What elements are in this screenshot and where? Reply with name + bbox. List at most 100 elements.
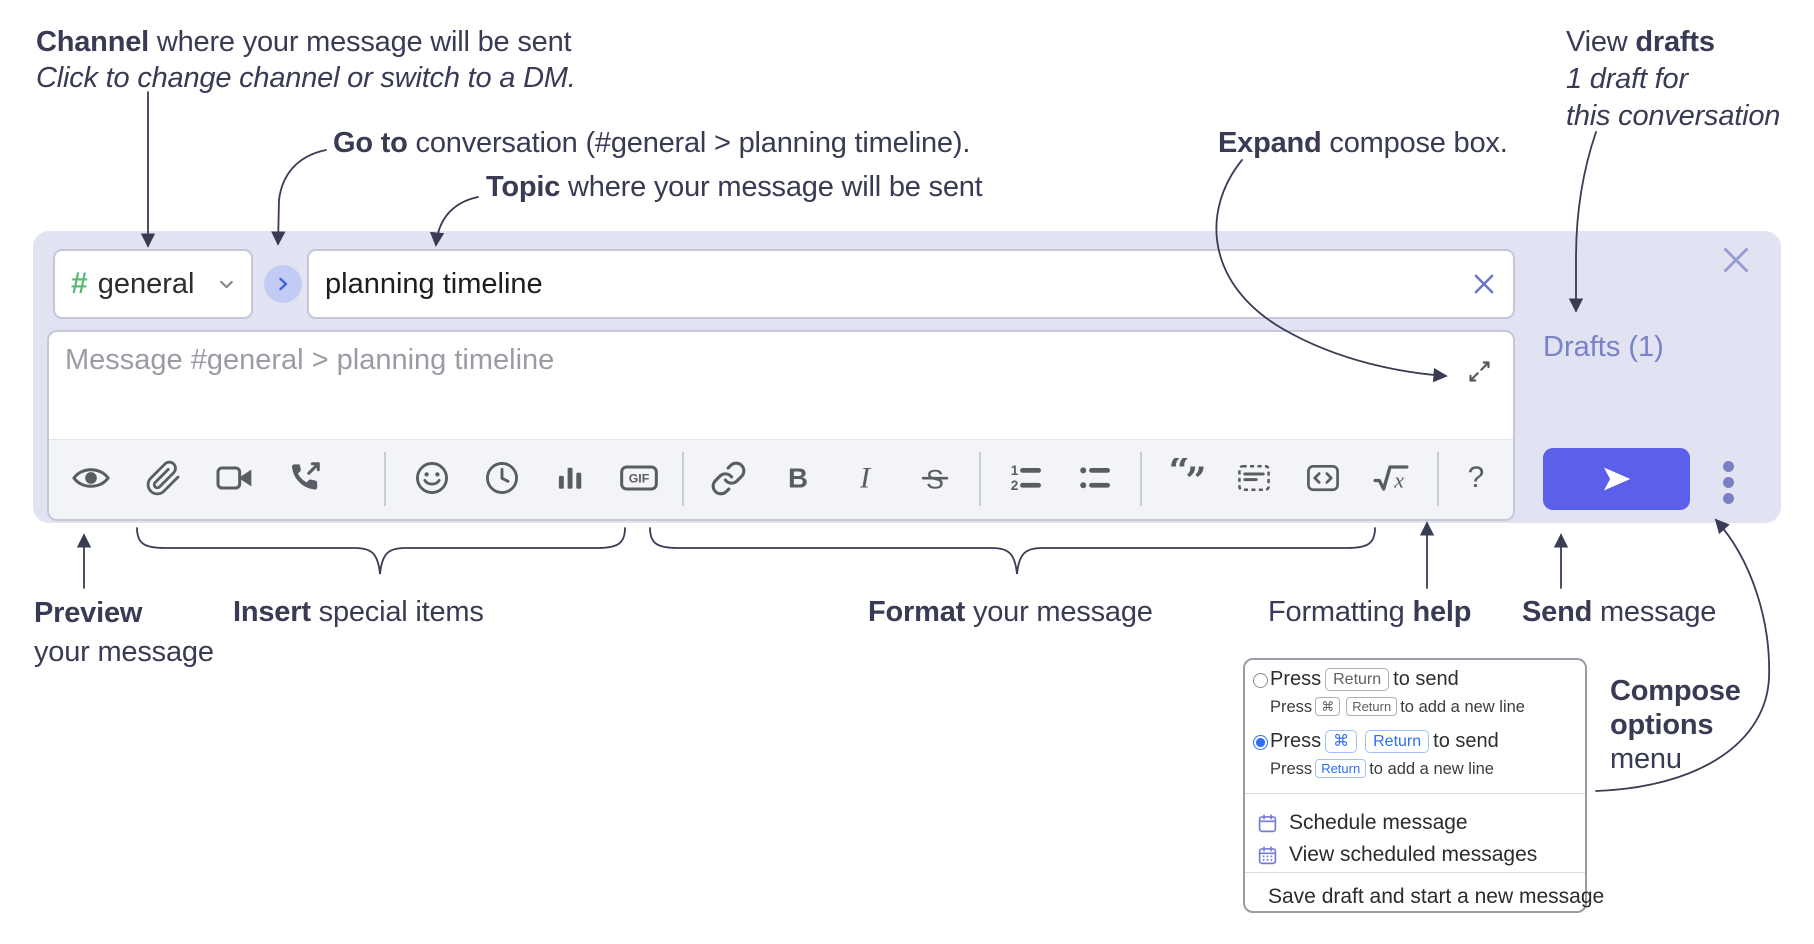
drafts-link[interactable]: Drafts (1) [1543, 331, 1664, 363]
channel-selector[interactable]: # general [53, 249, 253, 319]
italic-button[interactable]: I [843, 446, 887, 510]
quote-icon: “ ” [1169, 458, 1207, 498]
compose-toolbar: GIF B [49, 439, 1513, 519]
italic-icon: I [859, 461, 872, 495]
annotation-preview: Preview your message [34, 597, 214, 668]
video-call-button[interactable] [213, 446, 257, 510]
phone-call-icon [292, 462, 320, 490]
annotation-send: Send message [1522, 596, 1717, 628]
video-camera-icon [216, 466, 252, 490]
compose-box-panel: # general planning timeline Message #gen… [33, 231, 1781, 523]
annotation-format: Format your message [868, 596, 1153, 628]
annotation-view-drafts: View drafts 1 draft for this conversatio… [1566, 26, 1781, 132]
audio-call-button[interactable] [283, 446, 327, 510]
message-formatting-help-button[interactable]: ? [1454, 446, 1498, 510]
add-emoji-button[interactable] [410, 446, 454, 510]
bar-chart-poll-icon [558, 467, 582, 489]
numbered-list-icon: 1 2 [1011, 463, 1041, 493]
calendar-icon [1258, 813, 1277, 832]
svg-text:I: I [859, 461, 872, 495]
send-button[interactable] [1543, 448, 1690, 510]
annotation-formatting-help: Formatting help [1268, 596, 1472, 628]
annotation-topic: Topic where your message will be sent [486, 171, 983, 203]
math-latex-icon: x [1373, 465, 1409, 493]
strikethrough-button[interactable]: S [913, 446, 957, 510]
clear-topic-icon[interactable] [1471, 271, 1497, 297]
send-paper-plane-icon [1603, 467, 1630, 491]
gif-icon: GIF [620, 465, 658, 491]
insert-link-button[interactable] [706, 446, 750, 510]
bulleted-list-icon [1080, 467, 1110, 489]
return-key: Return [1315, 759, 1367, 778]
eye-icon [72, 468, 110, 488]
code-icon [1307, 464, 1339, 492]
command-key: ⌘ [1315, 697, 1341, 716]
topic-value: planning timeline [325, 267, 543, 300]
toolbar-divider [682, 452, 684, 506]
attach-file-button[interactable] [141, 446, 185, 510]
preview-message-button[interactable] [69, 446, 113, 510]
command-key: ⌘ [1325, 730, 1358, 753]
ellipsis-dot [1723, 493, 1734, 504]
svg-text:“: “ [1169, 458, 1190, 492]
add-global-time-button[interactable] [480, 446, 524, 510]
annotation-insert: Insert special items [233, 596, 484, 628]
svg-text:B: B [788, 463, 808, 494]
bulleted-list-button[interactable] [1072, 446, 1116, 510]
code-button[interactable] [1301, 446, 1345, 510]
annotation-goto: Go to conversation (#general > planning … [333, 127, 971, 159]
svg-text:”: ” [1185, 459, 1206, 498]
expand-compose-icon[interactable] [1466, 358, 1493, 385]
menu-item-schedule-message[interactable]: Schedule message [1257, 807, 1575, 839]
radio-enter-sends[interactable] [1253, 673, 1268, 688]
svg-text:GIF: GIF [629, 472, 650, 486]
svg-text:1: 1 [1011, 463, 1019, 478]
numbered-list-button[interactable]: 1 2 [1003, 446, 1047, 510]
chevron-right-icon [279, 277, 288, 291]
bold-icon: B [788, 463, 808, 494]
channel-name: general [97, 267, 195, 300]
strikethrough-icon: S [921, 464, 949, 494]
paperclip-icon [146, 460, 179, 495]
menu-item-save-draft[interactable]: Save draft and start a new message [1257, 881, 1604, 913]
popup-divider [1245, 793, 1585, 794]
annotation-channel: Channel where your message will be sent … [36, 26, 576, 94]
return-key: Return [1346, 697, 1398, 716]
radio-cmd-enter-sends[interactable] [1253, 735, 1268, 750]
quote-button[interactable]: “ ” [1165, 446, 1209, 510]
add-gif-button[interactable]: GIF [615, 446, 663, 510]
close-compose-icon[interactable] [1719, 243, 1753, 277]
smiley-emoji-icon [416, 462, 448, 494]
add-poll-button[interactable] [548, 446, 592, 510]
math-button[interactable]: x [1367, 446, 1415, 510]
question-mark-icon: ? [1467, 461, 1485, 494]
spoiler-icon [1238, 465, 1270, 491]
toolbar-divider [1140, 452, 1142, 506]
channel-hash-icon: # [71, 267, 88, 300]
menu-item-view-scheduled[interactable]: View scheduled messages [1257, 839, 1575, 871]
popup-divider [1245, 872, 1585, 873]
clock-icon [486, 462, 518, 494]
svg-text:x: x [1393, 469, 1404, 493]
message-textarea[interactable]: Message #general > planning timeline [47, 330, 1515, 521]
chevron-down-icon [220, 280, 233, 288]
topic-input[interactable]: planning timeline [307, 249, 1515, 319]
toolbar-divider [1437, 452, 1439, 506]
bold-button[interactable]: B [776, 446, 820, 510]
calendar-dots-icon [1258, 845, 1277, 864]
spoiler-button[interactable] [1232, 446, 1276, 510]
ellipsis-dot [1723, 477, 1734, 488]
compose-options-menu-button[interactable] [1723, 461, 1734, 504]
ellipsis-dot [1723, 461, 1734, 472]
svg-text:2: 2 [1011, 478, 1019, 493]
go-to-conversation-button[interactable] [264, 265, 302, 303]
link-icon [711, 461, 745, 495]
return-key: Return [1325, 668, 1390, 691]
return-key: Return [1365, 730, 1430, 753]
